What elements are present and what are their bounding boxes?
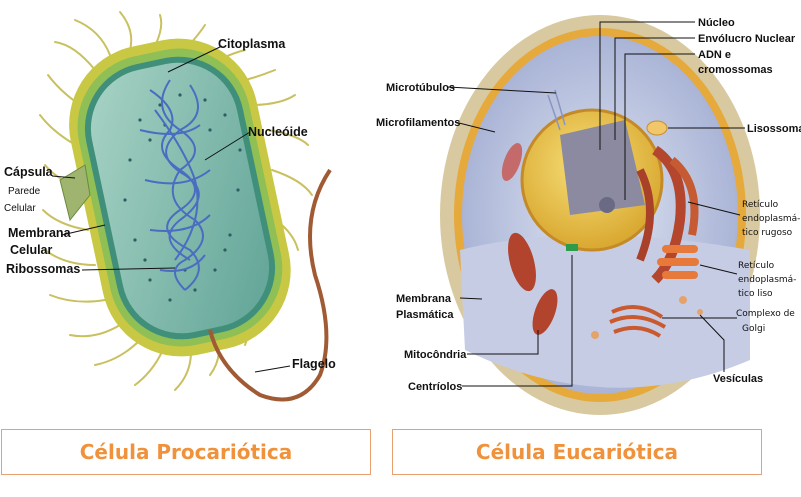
caption-prokaryote: Célula Procariótica	[1, 429, 371, 475]
lysosome	[646, 120, 668, 136]
smooth-er	[657, 245, 699, 279]
label-reticulo-liso-1: Retículo	[738, 261, 775, 271]
label-ribossomas: Ribossomas	[6, 262, 80, 276]
label-adn-2: cromossomas	[698, 64, 773, 76]
capsule-flap	[59, 164, 91, 222]
label-flagelo: Flagelo	[292, 357, 336, 371]
label-reticulo-rugoso-3: tico rugoso	[742, 228, 793, 238]
prokaryote-cell	[39, 11, 332, 402]
vesicle	[591, 331, 599, 339]
ribosomes	[123, 93, 242, 302]
label-membrana-2: Plasmática	[396, 309, 454, 321]
mitochondrion-shadow	[501, 143, 523, 181]
vesicle	[697, 309, 703, 315]
label-lisossomas: Lisossomas	[747, 123, 801, 135]
microtubules	[547, 89, 566, 131]
label-membrana-2: Celular	[10, 243, 53, 257]
label-reticulo-rugoso-2: endoplasmá-	[742, 214, 800, 224]
mitochondrion	[508, 232, 536, 292]
prokaryote-leaders	[51, 45, 291, 373]
eukaryote-cell	[440, 15, 760, 415]
label-capsula: Cápsula	[4, 165, 54, 179]
nucleus-cutaway	[560, 120, 645, 215]
label-citoplasma: Citoplasma	[218, 37, 286, 51]
vesicle	[679, 296, 687, 304]
nucleolus	[599, 197, 615, 213]
flagellum	[208, 168, 332, 402]
label-vesiculas: Vesículas	[713, 373, 763, 385]
caption-eukaryote: Célula Eucariótica	[392, 429, 762, 475]
label-reticulo-rugoso-1: Retículo	[742, 200, 779, 210]
mitochondrion	[532, 289, 558, 335]
label-parede-1: Parede	[8, 186, 41, 197]
label-parede-2: Celular	[4, 203, 36, 214]
label-membrana-1: Membrana	[396, 293, 452, 305]
label-reticulo-liso-2: endoplasmá-	[738, 275, 796, 285]
eukaryote-leaders	[447, 21, 745, 387]
label-membrana-1: Membrana	[8, 226, 72, 240]
centriole	[566, 244, 578, 251]
label-microtubulos: Microtúbulos	[386, 82, 455, 94]
golgi	[609, 305, 667, 338]
cytoplasm	[90, 62, 270, 334]
label-golgi-1: Complexo de	[736, 309, 795, 319]
label-microfilamentos: Microfilamentos	[376, 117, 460, 129]
label-envolucro: Envólucro Nuclear	[698, 33, 796, 45]
label-nucleo: Núcleo	[698, 17, 735, 29]
cell-diagram: Citoplasma Nucleóide Cápsula Parede Celu…	[4, 11, 801, 415]
label-nucleoide: Nucleóide	[248, 125, 308, 139]
label-golgi-2: Golgi	[742, 324, 765, 334]
cutaway-floor	[460, 235, 750, 388]
label-adn-1: ADN e	[698, 49, 731, 61]
label-reticulo-liso-3: tico liso	[738, 289, 773, 299]
nucleoid	[139, 79, 211, 291]
label-mitocondria: Mitocôndria	[404, 349, 467, 361]
label-centriolos: Centríolos	[408, 381, 462, 393]
